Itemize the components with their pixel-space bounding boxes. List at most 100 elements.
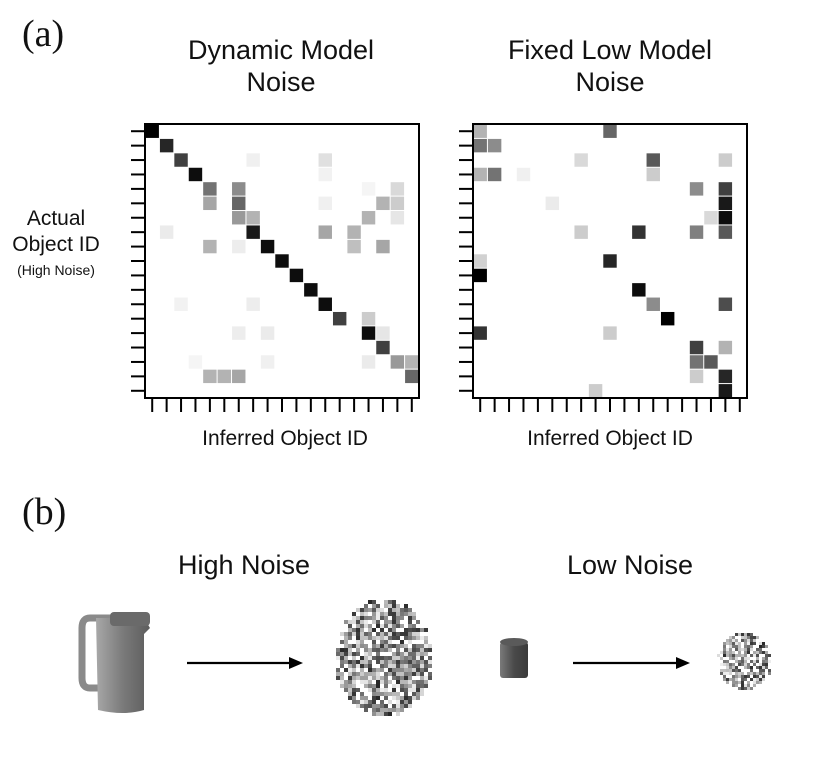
noise-high-pixel	[384, 644, 388, 648]
noise-low-pixel	[744, 663, 747, 666]
noise-low-pixel	[720, 657, 723, 660]
noise-low-pixel	[738, 687, 741, 690]
noise-low-pixel	[726, 669, 729, 672]
noise-low-pixel	[732, 675, 735, 678]
noise-high-pixel	[392, 624, 396, 628]
noise-high-pixel	[356, 632, 360, 636]
dynamic-cell-16-18	[405, 355, 419, 369]
noise-low-pixel	[744, 666, 747, 669]
dynamic-cell-7-14	[347, 225, 361, 239]
noise-high-pixel	[384, 660, 388, 664]
noise-high-pixel	[368, 668, 372, 672]
noise-high-pixel	[388, 668, 392, 672]
noise-high-pixel	[344, 656, 348, 660]
noise-low-pixel	[747, 633, 750, 636]
noise-high-pixel	[356, 628, 360, 632]
noise-high-pixel	[388, 604, 392, 608]
noise-high-pixel	[380, 644, 384, 648]
noise-low-pixel	[756, 675, 759, 678]
noise-low-pixel	[729, 636, 732, 639]
dynamic-cell-16-8	[260, 355, 275, 369]
noise-low-pixel	[729, 669, 732, 672]
noise-low-pixel	[753, 663, 756, 666]
noise-high-pixel	[372, 644, 376, 648]
noise-high-pixel	[424, 680, 428, 684]
noise-high-pixel	[380, 608, 384, 612]
dynamic-cell-7-1	[159, 225, 174, 239]
noise-high-pixel	[376, 704, 380, 708]
noise-high-pixel	[424, 640, 428, 644]
noise-high-pixel	[376, 680, 380, 684]
noise-low-pixel	[720, 663, 723, 666]
noise-low-pixel	[768, 654, 771, 657]
noise-low-pixel	[759, 678, 762, 681]
noise-low-pixel	[732, 681, 735, 684]
noise-high-pixel	[412, 692, 416, 696]
noise-high-pixel	[368, 600, 372, 604]
dynamic-cell-16-17	[390, 355, 405, 369]
noise-low-pixel	[741, 678, 744, 681]
noise-high-pixel	[416, 632, 420, 636]
noise-high-pixel	[340, 672, 344, 676]
noise-low-pixel	[723, 642, 726, 645]
dynamic-cell-8-16	[376, 239, 390, 254]
noise-low-pixel	[726, 666, 729, 669]
noise-low-pixel	[753, 675, 756, 678]
noise-high-pixel	[392, 616, 396, 620]
noise-low-pixel	[750, 660, 753, 663]
noise-high-pixel	[416, 644, 420, 648]
noise-high-pixel	[384, 640, 388, 644]
dynamic-cell-11-11	[304, 283, 318, 297]
dynamic-cell-17-18	[405, 369, 419, 384]
noise-high-pixel	[372, 608, 376, 612]
noise-low-pixel	[750, 636, 753, 639]
noise-high-pixel	[352, 700, 356, 704]
noise-high-pixel	[348, 688, 352, 692]
noise-low-pixel	[735, 672, 738, 675]
noise-high-pixel	[372, 656, 376, 660]
noise-low-pixel	[765, 651, 768, 654]
noise-low-pixel	[747, 648, 750, 651]
noise-high-pixel	[396, 644, 400, 648]
noise-low-pixel	[756, 681, 759, 684]
dynamic-cell-2-12	[318, 153, 332, 167]
noise-high-pixel	[336, 648, 340, 652]
noise-high-pixel	[380, 612, 384, 616]
dynamic-cell-8-8	[260, 239, 275, 254]
noise-high-pixel	[348, 668, 352, 672]
noise-low-pixel	[732, 639, 735, 642]
noise-high-pixel	[372, 620, 376, 624]
noise-low-pixel	[747, 684, 750, 687]
noise-high-pixel	[340, 632, 344, 636]
noise-low-pixel	[741, 672, 744, 675]
noise-high-pixel	[416, 680, 420, 684]
dynamic-cell-6-6	[232, 211, 246, 225]
noise-low-pixel	[762, 678, 765, 681]
noise-high-pixel	[344, 684, 348, 688]
noise-high-pixel	[368, 688, 372, 692]
low-noise-title: Low Noise	[566, 550, 694, 580]
fixed-cell-0-9	[603, 124, 617, 138]
noise-high-pixel	[396, 612, 400, 616]
dynamic-cell-17-4	[203, 369, 217, 384]
dynamic-cell-8-6	[232, 239, 246, 254]
noise-high-pixel	[348, 672, 352, 676]
noise-high-pixel	[392, 660, 396, 664]
noise-high-pixel	[408, 620, 412, 624]
arrow-low-noise	[573, 657, 690, 669]
noise-high-pixel	[420, 668, 424, 672]
panel-b-label: (b)	[22, 491, 67, 533]
noise-high-pixel	[356, 700, 360, 704]
noise-high-pixel	[400, 664, 404, 668]
noise-low-pixel	[765, 654, 768, 657]
noise-high-pixel	[380, 708, 384, 712]
noise-low-pixel	[726, 672, 729, 675]
dynamic-cell-6-15	[361, 211, 376, 225]
noise-high-pixel	[352, 668, 356, 672]
noise-high-pixel	[396, 668, 400, 672]
noise-high-pixel	[408, 628, 412, 632]
noise-high-pixel	[336, 668, 340, 672]
noise-high-pixel	[412, 632, 416, 636]
noise-high-pixel	[376, 648, 380, 652]
noise-low-pixel	[744, 651, 747, 654]
